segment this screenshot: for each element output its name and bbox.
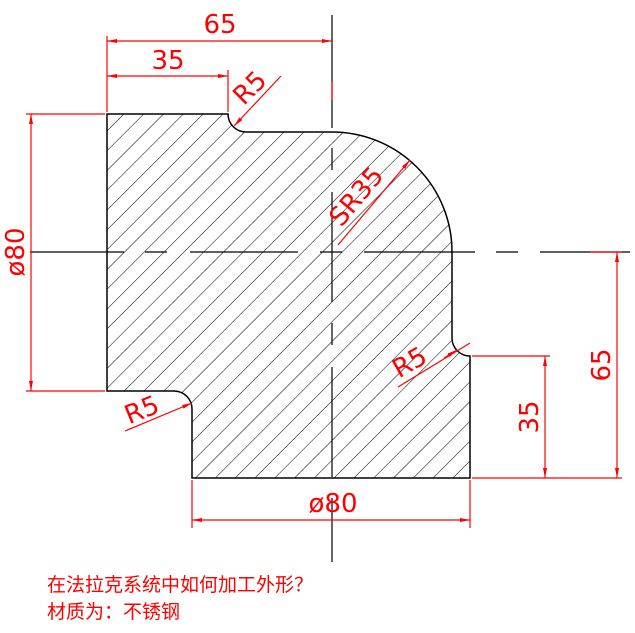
dim-35-top: 35 [151, 46, 184, 76]
material-note: 材质为：不锈钢 [47, 601, 181, 623]
part-section [106, 113, 471, 479]
leader-r5-top [233, 75, 282, 127]
dimensions [26, 36, 622, 528]
dim-r5-left: R5 [120, 390, 163, 431]
dim-80-left: ø80 [1, 228, 31, 277]
dim-80-bottom: ø80 [309, 489, 358, 519]
question-note: 在法拉克系统中如何加工外形？ [47, 574, 314, 596]
leader-r5-left [124, 402, 193, 432]
centerlines [30, 15, 630, 562]
dim-r5-top: R5 [228, 66, 274, 112]
dim-65-right: 65 [587, 348, 617, 381]
leader-r5-right [397, 342, 471, 388]
dim-35-right: 35 [515, 400, 545, 433]
dim-65-top: 65 [203, 10, 236, 40]
leader-sr35 [337, 159, 411, 246]
